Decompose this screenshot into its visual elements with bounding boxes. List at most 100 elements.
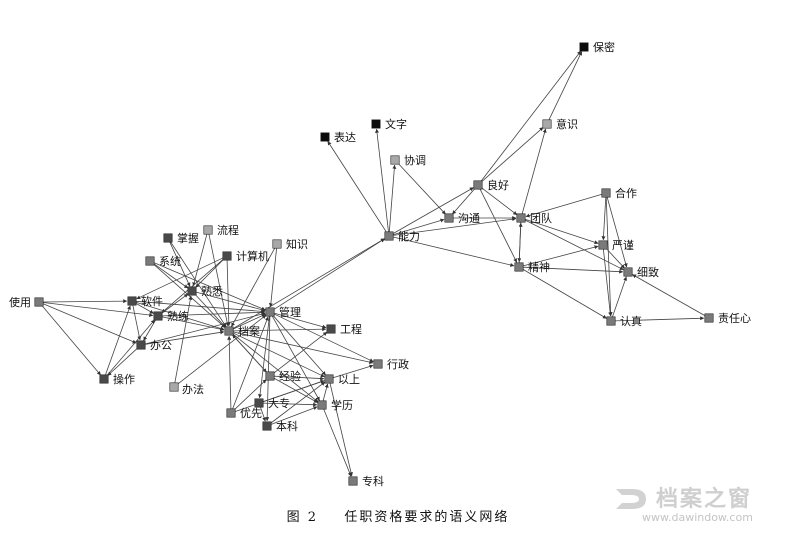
node-label-dazhuan: 大专 (268, 396, 290, 410)
node-label-gongcheng: 工程 (340, 323, 362, 336)
node-label-bangong: 办公 (150, 339, 172, 352)
node-banfa: 办法 (169, 382, 204, 396)
edge-yanjin-renzhen (603, 249, 613, 317)
node-marker-jingshen (514, 262, 524, 272)
node-dazhuan: 大专 (254, 396, 290, 410)
edge-lianghao-baomi (480, 50, 582, 182)
edge-shiyong-bangong (42, 303, 137, 344)
node-renzhen: 认真 (606, 314, 642, 328)
node-label-jingyan: 经验 (279, 369, 301, 383)
edge-renzhen-xizhi (612, 276, 628, 318)
node-label-benke: 本科 (276, 419, 298, 433)
node-marker-bangong (136, 340, 146, 350)
node-label-lianghao: 良好 (487, 178, 509, 192)
edge-bangong-guanli (145, 312, 266, 345)
node-benke: 本科 (262, 419, 298, 433)
node-label-goutong: 沟通 (458, 212, 480, 225)
node-marker-goutong (444, 213, 454, 223)
edge-zhangwo-shuxi (169, 241, 191, 287)
edge-xietiao-goutong (397, 162, 446, 215)
edge-dazhuan-benke (260, 406, 267, 422)
node-marker-hezuo (601, 188, 611, 198)
node-marker-jingyan (265, 371, 275, 381)
edge-nengli-tuandui (393, 217, 517, 236)
node-zhishi: 知识 (272, 237, 308, 251)
node-label-shuxi: 熟悉 (201, 284, 223, 298)
edge-tuandui-xizhi (524, 219, 624, 271)
edge-jingshen-tuandui (518, 222, 523, 263)
node-jingshen: 精神 (514, 260, 550, 274)
node-jisuanji: 计算机 (222, 249, 269, 263)
node-marker-caozuo (99, 374, 109, 384)
edge-guanli-xingzheng (273, 313, 374, 363)
edge-nengli-lianghao (392, 187, 474, 235)
node-shiyong: 使用 (9, 296, 44, 309)
edge-hezuo-xizhi (606, 196, 628, 268)
node-marker-yanjin (598, 240, 608, 250)
node-marker-xueli (317, 400, 327, 410)
edge-tuandui-yanjin (524, 218, 599, 245)
edge-youxian-jingyan (233, 379, 267, 411)
node-label-baomi: 保密 (593, 40, 615, 54)
node-xizhi: 细致 (623, 265, 659, 279)
edge-bangong-caozuo (107, 347, 139, 376)
node-label-xizhi: 细致 (637, 265, 659, 279)
edge-shiyong-caozuo (41, 304, 101, 376)
edge-jingshen-renzhen (522, 268, 607, 319)
edge-dazhuan-yishang (262, 379, 325, 402)
edge-liucheng-dangan (208, 234, 230, 327)
node-yanjin: 严谨 (598, 238, 634, 252)
node-zhangwo: 掌握 (163, 231, 199, 245)
edge-liucheng-shuxi (192, 233, 208, 287)
edge-ruanjian-dangan (135, 301, 225, 331)
figure-number: 图 2 (286, 510, 319, 525)
edge-dangan-gongcheng (233, 327, 327, 332)
node-label-hezuo: 合作 (615, 186, 637, 200)
node-marker-xietiao (390, 155, 400, 165)
node-label-guanli: 管理 (279, 305, 301, 319)
node-marker-banfa (169, 382, 179, 392)
edge-shuxi-dangan (194, 293, 226, 328)
node-yishang: 以上 (324, 373, 360, 386)
edge-jisuanji-dangan (226, 260, 231, 327)
node-marker-ruanjian (127, 296, 137, 306)
edge-bangong-dangan (145, 330, 225, 345)
edge-nengli-biaoda (327, 141, 388, 233)
node-xueli: 学历 (317, 398, 353, 412)
node-label-caozuo: 操作 (113, 372, 135, 386)
node-marker-youxian (226, 408, 236, 418)
edge-dangan-xueli (232, 333, 319, 403)
edge-xitong-guanli (153, 262, 266, 311)
edge-zhishi-guanli (268, 248, 277, 308)
node-label-banfa: 办法 (182, 382, 204, 396)
node-label-jisuanji: 计算机 (236, 249, 269, 263)
node-label-xingzheng: 行政 (387, 357, 409, 371)
edge-yanjin-xizhi (605, 247, 625, 269)
watermark: 档案之窗 www.dawindow.com (612, 481, 782, 527)
node-gongcheng: 工程 (326, 323, 362, 336)
node-wenzi: 文字 (371, 117, 407, 131)
edge-caozuo-shulian (106, 319, 155, 377)
node-marker-biaoda (320, 132, 330, 142)
node-marker-renzhen (606, 316, 616, 326)
edge-jingyan-yishang (274, 375, 325, 381)
node-label-xueli: 学历 (331, 398, 353, 412)
node-dangan: 档案 (224, 324, 260, 338)
node-caozuo: 操作 (99, 372, 135, 386)
nodes-layer: 保密意识表达文字协调良好合作沟通团队能力严谨精神细致认真责任心掌握流程知识计算机… (9, 40, 751, 488)
edge-nengli-jingshen (393, 236, 515, 267)
node-label-renzhen: 认真 (620, 314, 642, 328)
node-label-wenzi: 文字 (385, 117, 407, 131)
edge-shiyong-ruanjian (43, 299, 128, 304)
edge-jingyan-gongcheng (273, 331, 328, 374)
node-marker-xingzheng (373, 359, 383, 369)
node-xitong: 系统 (145, 255, 181, 268)
node-marker-zhuanke (348, 476, 358, 486)
figure-caption: 图 2 任职资格要求的语义网络 (0, 506, 796, 525)
edge-tuandui-yishi (521, 128, 547, 215)
node-youxian: 优先 (226, 407, 262, 420)
node-label-zhangwo: 掌握 (177, 231, 199, 245)
edge-dangan-nengli (232, 238, 385, 330)
edge-nengli-goutong (392, 218, 445, 236)
